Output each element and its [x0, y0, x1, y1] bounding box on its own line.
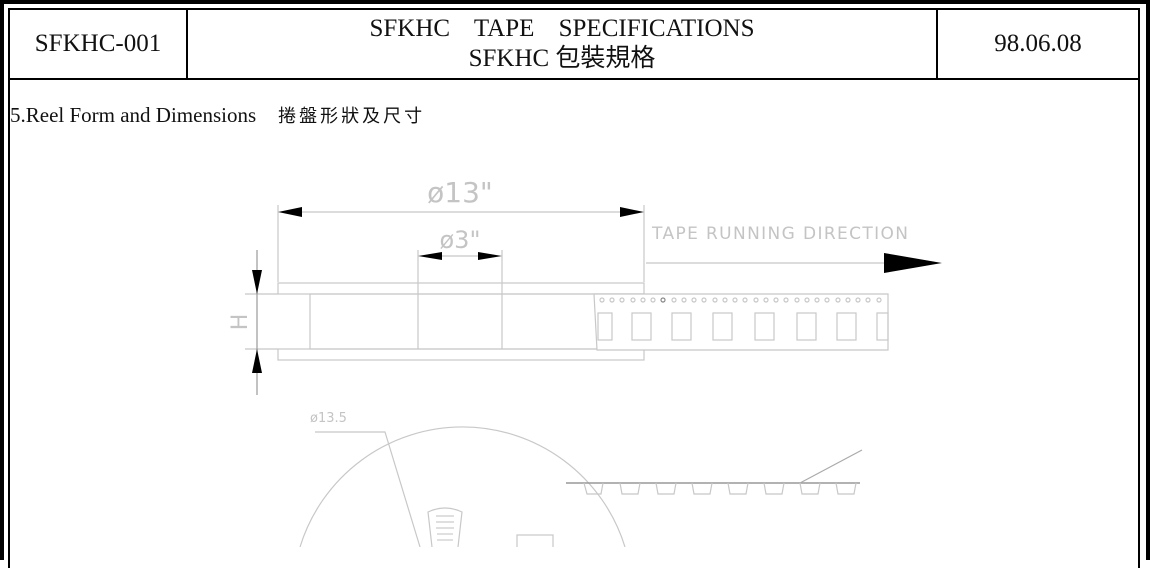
document-frame: SFKHC-001 SFKHC TAPE SPECIFICATIONS SFKH…: [8, 8, 1140, 568]
title-line-1: SFKHC TAPE SPECIFICATIONS: [369, 15, 755, 42]
arrow-left-icon: [418, 252, 442, 260]
cover-tape-peel: [799, 449, 863, 484]
title-block: SFKHC-001 SFKHC TAPE SPECIFICATIONS SFKH…: [10, 10, 1138, 80]
profile-pockets: [583, 482, 857, 495]
sprocket-holes: [599, 297, 882, 303]
tape-pockets: [597, 312, 889, 341]
doc-date: 98.06.08: [994, 30, 1082, 57]
direction-arrow-icon: [884, 253, 942, 273]
section-title: 5.Reel Form and Dimensions: [10, 103, 257, 127]
arrow-up-icon: [252, 349, 262, 373]
title-line-2: SFKHC 包裝規格: [468, 45, 656, 72]
leader-line: [315, 431, 421, 547]
doc-code: SFKHC-001: [10, 10, 188, 78]
reel-window-slot: [427, 507, 463, 547]
arrow-down-icon: [252, 270, 262, 294]
hub-diameter-label: ø3": [440, 226, 481, 254]
direction-label: TAPE RUNNING DIRECTION: [651, 224, 908, 244]
hole-diameter-label: ø13.5: [310, 411, 347, 426]
slot-ribs: [436, 515, 454, 541]
height-label: H: [228, 314, 253, 331]
section-title-zh: 捲盤形狀及尺寸: [278, 106, 426, 127]
label-area: [516, 534, 554, 547]
reel-diameter-label: ø13": [427, 176, 493, 209]
arrow-right-icon: [478, 252, 502, 260]
carrier-tape: [593, 293, 889, 351]
section-heading: 5.Reel Form and Dimensions 捲盤形狀及尺寸: [10, 102, 425, 128]
doc-title: SFKHC TAPE SPECIFICATIONS SFKHC 包裝規格: [188, 10, 938, 78]
reel-flange-top: [277, 282, 645, 295]
arrow-right-icon: [620, 207, 644, 217]
reel-face-arc: [299, 426, 626, 547]
arrow-left-icon: [278, 207, 302, 217]
reel-flange-bottom: [277, 348, 645, 361]
arrowheads: [252, 207, 942, 373]
reel-drawing: ø13" ø3" TAPE RUNNING DIRECTION H ø13.5: [228, 176, 942, 547]
